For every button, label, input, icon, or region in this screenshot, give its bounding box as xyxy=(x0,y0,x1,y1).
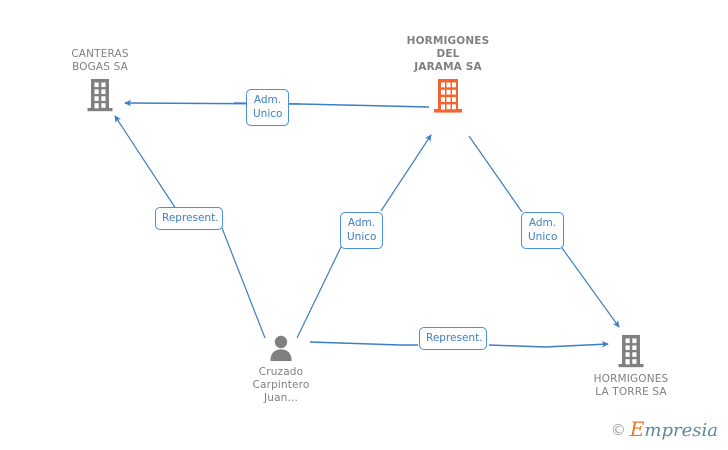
edge-label-adm-unico-jarama-latorre[interactable]: Adm. Unico xyxy=(521,212,564,249)
edge-juan-to-jarama[interactable] xyxy=(296,134,432,339)
edge-label-adm-unico-juan-jarama[interactable]: Adm. Unico xyxy=(340,212,383,249)
edge-label-represent-juan-canteras[interactable]: Represent. xyxy=(155,207,223,230)
edge-label-adm-unico-jarama-canteras[interactable]: Adm. Unico xyxy=(246,89,289,126)
watermark-brand-initial: E xyxy=(629,417,645,441)
building-icon xyxy=(87,79,113,112)
edge-juan-to-la-torre[interactable] xyxy=(309,341,609,348)
building-icon xyxy=(618,335,644,368)
node-label-hormigones-del-jarama: HORMIGONES DEL JARAMA SA xyxy=(406,35,490,73)
node-cruzado-carpintero-juan[interactable]: Cruzado Carpintero Juan... xyxy=(211,334,351,405)
watermark-brand-rest: mpresia xyxy=(644,420,718,441)
edge-label-represent-juan-latorre[interactable]: Represent. xyxy=(419,327,487,350)
edge-juan-to-canteras[interactable] xyxy=(114,115,266,339)
edge-jarama-to-la-torre[interactable] xyxy=(468,135,620,328)
person-icon xyxy=(270,335,292,361)
building-icon xyxy=(434,79,462,113)
watermark-empresia: © Empresia xyxy=(611,419,718,440)
node-canteras-bogas[interactable]: CANTERAS BOGAS SA xyxy=(30,48,170,113)
node-hormigones-la-torre[interactable]: HORMIGONES LA TORRE SA xyxy=(561,333,701,399)
node-label-canteras-bogas: CANTERAS BOGAS SA xyxy=(71,48,129,73)
watermark-brand: Empresia xyxy=(630,419,718,440)
node-label-cruzado-carpintero-juan: Cruzado Carpintero Juan... xyxy=(252,366,310,404)
node-label-hormigones-la-torre: HORMIGONES LA TORRE SA xyxy=(593,373,669,398)
copyright-icon: © xyxy=(610,420,626,439)
node-hormigones-del-jarama[interactable]: HORMIGONES DEL JARAMA SA xyxy=(378,35,518,115)
